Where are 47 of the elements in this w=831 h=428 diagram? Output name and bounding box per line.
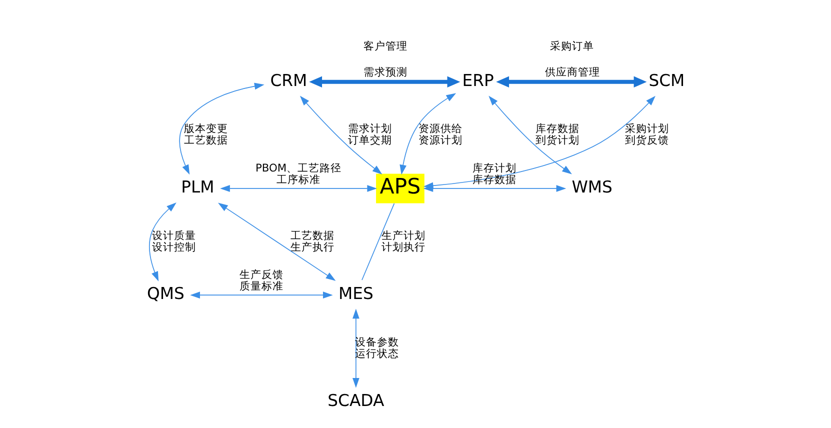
arrow: [496, 76, 646, 88]
node-text: SCM: [648, 70, 684, 90]
edge-label: 设计控制: [151, 240, 196, 254]
edge-label: PBOM、工艺路径: [254, 162, 342, 175]
node-text: ERP: [462, 70, 494, 90]
arrow: [308, 76, 460, 88]
edge-label: 生产执行: [290, 240, 334, 254]
arrow: [218, 202, 336, 281]
arrow: [422, 185, 566, 192]
arrow: [148, 202, 176, 282]
node-box: APS: [376, 174, 424, 204]
arrow: [299, 96, 382, 174]
node-text: PLM: [180, 178, 214, 197]
edge-label: 客户管理: [362, 39, 407, 52]
edge-label: 供应商管理: [544, 66, 600, 79]
node-text: WMS: [571, 178, 612, 197]
edge-label: 设计质量: [151, 228, 196, 242]
edge-label: 工艺数据: [183, 134, 228, 147]
arrow: [220, 185, 377, 192]
node-text: QMS: [146, 284, 184, 304]
edge-label: 资源计划: [418, 134, 462, 147]
edge-label: 库存计划: [472, 162, 516, 175]
edge-label: 需求预测: [362, 66, 407, 79]
arrow: [190, 292, 332, 299]
arrow: [178, 82, 264, 175]
edge-label: 采购订单: [550, 39, 594, 52]
edge-label: 需求计划: [347, 122, 392, 136]
edge-label: 工艺数据: [290, 228, 334, 242]
arrow: [488, 96, 572, 174]
edge-label: 质量标准: [238, 280, 283, 293]
arrow: [399, 93, 456, 175]
edge-label: 订单交期: [347, 134, 392, 147]
arrow: [352, 308, 359, 388]
edge-label: 生产反馈: [238, 268, 283, 282]
edge-label: 到货反馈: [624, 134, 669, 147]
edge-label: 工序标准: [276, 173, 320, 186]
edge-label: 版本变更: [183, 122, 228, 136]
edge-label: 采购计划: [624, 122, 669, 136]
edge-label: 计划执行: [380, 240, 425, 254]
node-text: SCADA: [327, 390, 384, 410]
connector: [361, 203, 394, 280]
node-text: MES: [338, 284, 373, 304]
edge-label: 到货计划: [535, 134, 580, 147]
node-text: CRM: [270, 70, 307, 90]
edge-label: 库存数据: [535, 122, 580, 136]
edge-label: 资源供给: [418, 122, 462, 136]
edge-label: 生产计划: [380, 228, 425, 242]
